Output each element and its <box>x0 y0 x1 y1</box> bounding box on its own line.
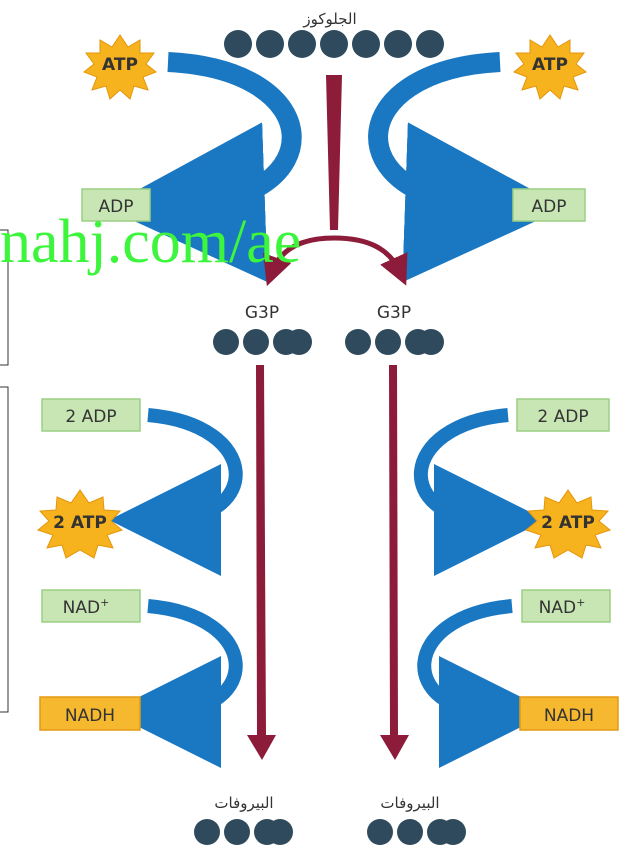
svg-text:NAD+: NAD+ <box>539 596 586 618</box>
left-frame-upper <box>0 229 9 366</box>
nadh-box-right-stage: NADH <box>519 696 619 731</box>
blue-arrow-left-stage-lower <box>109 599 243 768</box>
atp-star-top-right: ATP <box>513 34 587 100</box>
blue-arrow-right-stage-lower <box>417 599 551 768</box>
nad-box-right-stage: NAD+ <box>521 589 611 623</box>
adp-box-right-stage: 2 ADP <box>516 398 610 432</box>
g3p-molecule-right <box>345 329 444 355</box>
maroon-arrow-center <box>326 75 342 230</box>
blue-arrow-left-stage-upper <box>109 408 243 576</box>
maroon-arrow-split-right <box>333 235 408 286</box>
adp-box-top-left: ADP <box>81 188 151 222</box>
svg-text:NADH: NADH <box>544 706 594 726</box>
nad-box-left-stage: NAD+ <box>41 589 141 623</box>
pyruvate-molecule-right <box>367 819 466 845</box>
watermark: nahj.com/ae <box>0 208 301 276</box>
svg-text:ADP: ADP <box>99 197 134 217</box>
svg-text:NADH: NADH <box>65 706 115 726</box>
glucose-label: الجلوكوز <box>302 10 356 28</box>
pyruvate-molecule-left <box>194 819 293 845</box>
left-frame-lower <box>0 386 9 713</box>
maroon-arrow-split-left <box>263 235 335 287</box>
adp-box-top-right: ADP <box>512 188 586 222</box>
pyruvate-label-left: البيروفات <box>214 794 273 812</box>
svg-text:ATP: ATP <box>532 55 568 75</box>
atp-star-left-stage: 2 ATP <box>36 489 124 559</box>
pyruvate-label-right: البيروفات <box>380 794 439 812</box>
svg-text:2 ATP: 2 ATP <box>541 513 595 533</box>
svg-text:ATP: ATP <box>102 55 138 75</box>
g3p-label-left: G3P <box>245 303 279 323</box>
g3p-molecule-left <box>213 329 312 355</box>
maroon-arrow-left-down <box>247 365 276 760</box>
svg-text:2 ADP: 2 ADP <box>65 407 116 427</box>
maroon-arrow-right-down <box>380 365 409 760</box>
g3p-label-right: G3P <box>377 303 411 323</box>
svg-text:2 ADP: 2 ADP <box>537 407 588 427</box>
atp-star-top-left: ATP <box>83 34 157 100</box>
glucose-molecule <box>224 30 444 58</box>
blue-arrow-right-stage-upper <box>414 408 546 576</box>
blue-arrow-top-left <box>105 52 302 283</box>
svg-text:2 ATP: 2 ATP <box>53 513 107 533</box>
svg-text:NAD+: NAD+ <box>63 596 110 618</box>
blue-arrow-top-right <box>368 52 565 283</box>
nadh-box-left-stage: NADH <box>39 696 141 731</box>
svg-text:ADP: ADP <box>532 197 567 217</box>
atp-star-right-stage: 2 ATP <box>524 489 612 559</box>
adp-box-left-stage: 2 ADP <box>41 398 141 432</box>
